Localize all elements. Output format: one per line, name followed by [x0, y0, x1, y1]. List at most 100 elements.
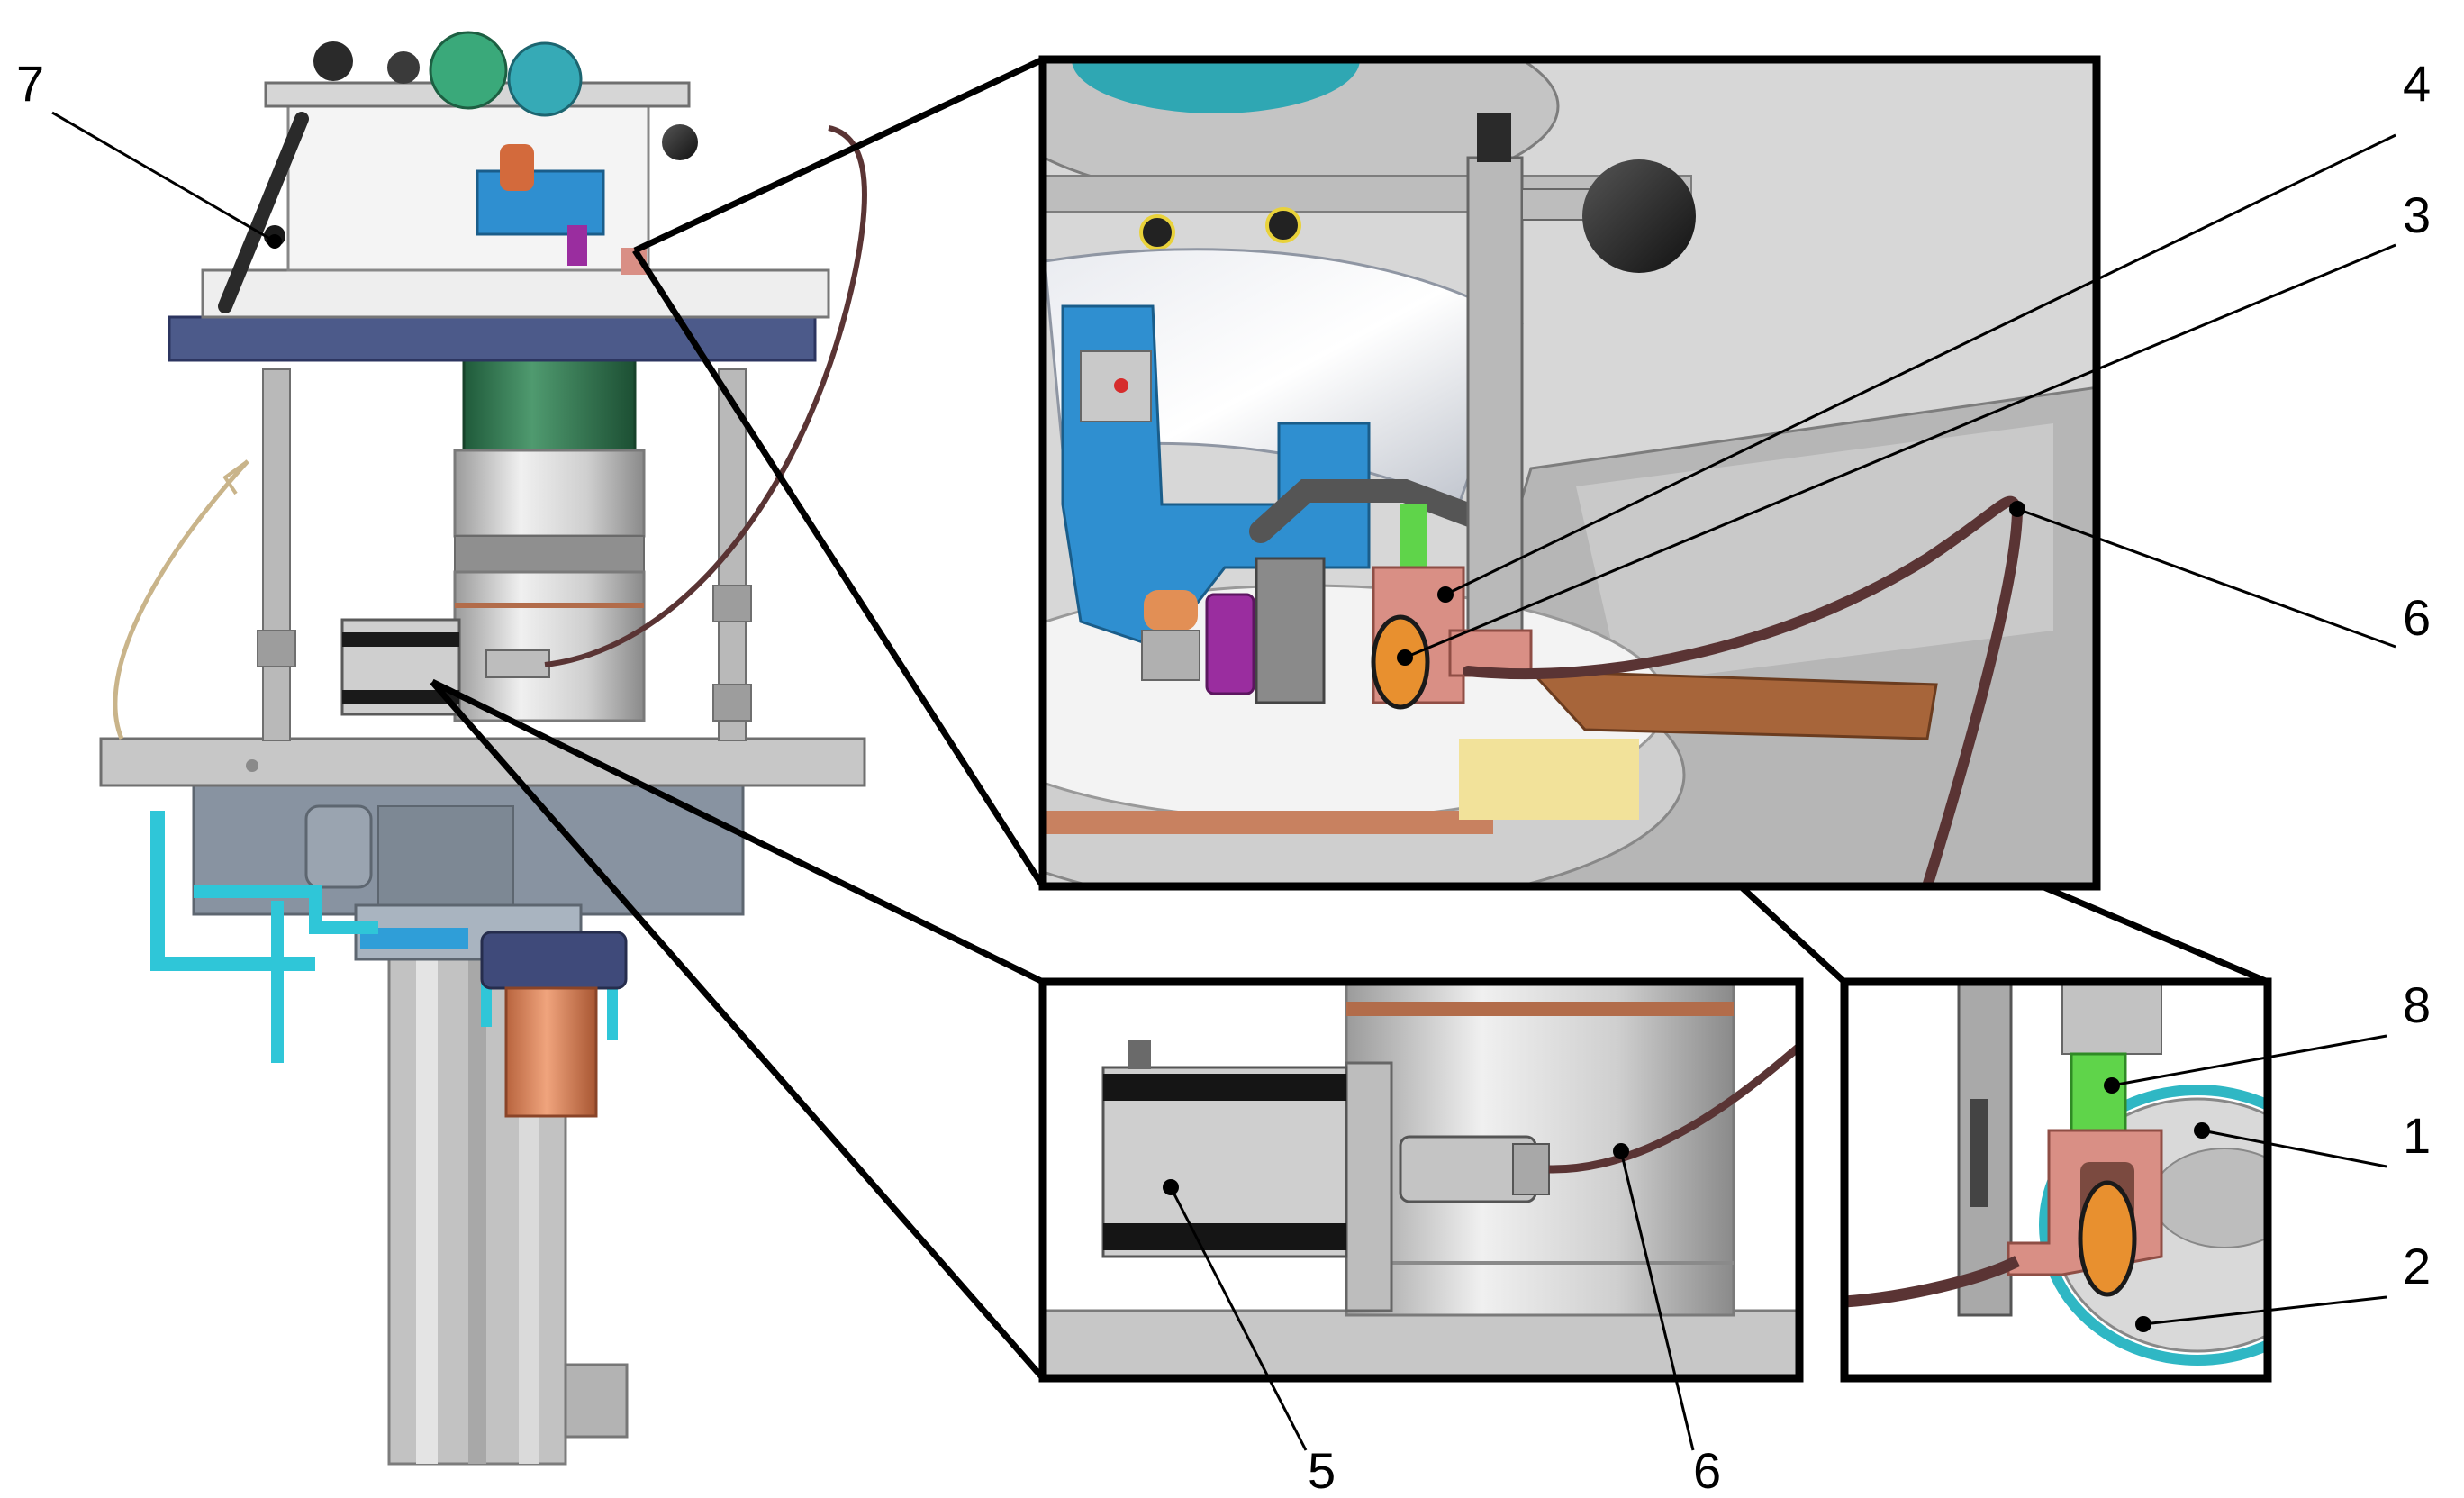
- leader-6-bottom: [1619, 1150, 1695, 1451]
- red-dot: [1114, 378, 1128, 393]
- copper-sleeve: [504, 986, 598, 1118]
- leader-dot: [2194, 1122, 2210, 1139]
- callout-labels: 7 4 3 6 8 1 2 5 6: [16, 55, 2431, 1498]
- green-strip: [1400, 504, 1427, 577]
- post-slot: [1970, 1099, 1988, 1207]
- leader-dot: [1163, 1179, 1179, 1195]
- callout-1: 1: [2403, 1107, 2431, 1164]
- leader-dot: [267, 234, 282, 249]
- purple-bracket: [1205, 593, 1255, 695]
- brown-cable: [1463, 495, 2024, 886]
- rod-collar: [712, 684, 752, 722]
- copper-band: [1346, 1002, 1734, 1016]
- copper-band: [1043, 811, 1493, 834]
- brown-cable: [1844, 1256, 2020, 1308]
- callout-6-bottom: 6: [1693, 1442, 1721, 1498]
- brown-cable: [544, 125, 867, 667]
- green-sensor: [2070, 1052, 2127, 1132]
- sensor-top: [2061, 982, 2162, 1055]
- callout-7: 7: [16, 55, 44, 112]
- callout-3: 3: [2403, 186, 2431, 243]
- cyan-pipe: [150, 811, 315, 971]
- orange-ring-base: [1141, 630, 1200, 681]
- detail-frame-bottom-left: [1038, 977, 1804, 1383]
- central-cylinder: [453, 449, 646, 538]
- sensor-housing: [485, 649, 550, 678]
- leader-4: [1445, 133, 2396, 596]
- leader-dot: [2009, 501, 2025, 517]
- detail-panel-top: [1038, 55, 2101, 891]
- column-rail: [468, 946, 486, 1464]
- motor-cap: [1128, 1040, 1151, 1069]
- orange-cap: [500, 144, 534, 191]
- callout-dots: [267, 234, 2210, 1332]
- motor-stripe: [342, 632, 459, 647]
- disk-step: [2151, 1148, 2268, 1248]
- detail-frame-bottom-right: [1840, 977, 2272, 1383]
- orange-element: [2078, 1180, 2137, 1297]
- yellow-knob: [1265, 207, 1301, 243]
- central-cylinder-band: [454, 535, 645, 573]
- lower-housing-block: [304, 804, 373, 889]
- motor-stripe: [342, 690, 459, 704]
- callout-8: 8: [2403, 976, 2431, 1033]
- leader-dot: [1397, 649, 1413, 666]
- black-ball-knob: [1582, 159, 1696, 273]
- leader-dot: [2104, 1077, 2120, 1094]
- gray-housing-face: [1576, 423, 2053, 685]
- vertical-post: [1466, 156, 1524, 632]
- beige-cable: [113, 459, 249, 740]
- green-gear: [429, 31, 508, 110]
- dark-knob: [313, 41, 353, 81]
- callout-6-top: 6: [2403, 589, 2431, 646]
- navy-flange: [480, 931, 628, 990]
- motor-stripe: [1103, 1074, 1346, 1101]
- support-rod: [262, 368, 291, 741]
- column-rail: [416, 946, 438, 1464]
- callout-4: 4: [2403, 55, 2431, 112]
- dark-knob: [387, 51, 420, 84]
- leader-2: [2142, 1295, 2387, 1326]
- leader-dot: [1613, 1143, 1629, 1159]
- callout-5: 5: [1308, 1442, 1336, 1498]
- leader-dot: [2135, 1316, 2151, 1332]
- floor-plate: [1043, 1309, 1799, 1378]
- yellow-pad: [1459, 739, 1639, 820]
- lever-arm: [218, 112, 309, 313]
- yellow-knob: [1139, 214, 1175, 250]
- detail-panel-bottom-left: [1038, 977, 1804, 1383]
- sensor-nut: [1512, 1143, 1550, 1195]
- post-cap: [1477, 113, 1511, 162]
- vertical-post: [1957, 982, 2013, 1317]
- central-cylinder-green: [462, 359, 637, 452]
- teal-cap: [1072, 59, 1360, 113]
- callout-leaders: [51, 111, 2396, 1451]
- cyan-pipe: [194, 885, 378, 934]
- main-assembly: [99, 31, 867, 1466]
- cyan-ring: [2039, 1085, 2268, 1366]
- plate-screw: [246, 759, 258, 772]
- leader-dot: [1437, 586, 1454, 603]
- leader-3: [1404, 243, 2396, 659]
- purple-deck: [168, 315, 817, 362]
- brown-cable: [1548, 1041, 1799, 1174]
- gray-lever: [1249, 479, 1489, 543]
- white-upper-plate: [201, 268, 830, 319]
- base-plate: [99, 737, 866, 787]
- copper-rod: [1527, 669, 1938, 740]
- leader-5: [1169, 1186, 1308, 1451]
- dark-pusher: [1255, 557, 1326, 704]
- lower-housing-block: [377, 805, 514, 906]
- callout-2: 2: [2403, 1238, 2431, 1294]
- blue-mechanism: [476, 169, 605, 236]
- cyan-gear: [507, 41, 583, 117]
- purple-bracket: [567, 225, 587, 266]
- rod-collar: [257, 630, 296, 667]
- motor-bracket: [1345, 1061, 1393, 1312]
- detail-panel-bottom-right: [1840, 977, 2272, 1383]
- motor-stripe: [1103, 1223, 1346, 1250]
- column-bracket: [564, 1363, 629, 1439]
- dark-knob: [662, 124, 698, 160]
- leader-1: [2201, 1129, 2387, 1168]
